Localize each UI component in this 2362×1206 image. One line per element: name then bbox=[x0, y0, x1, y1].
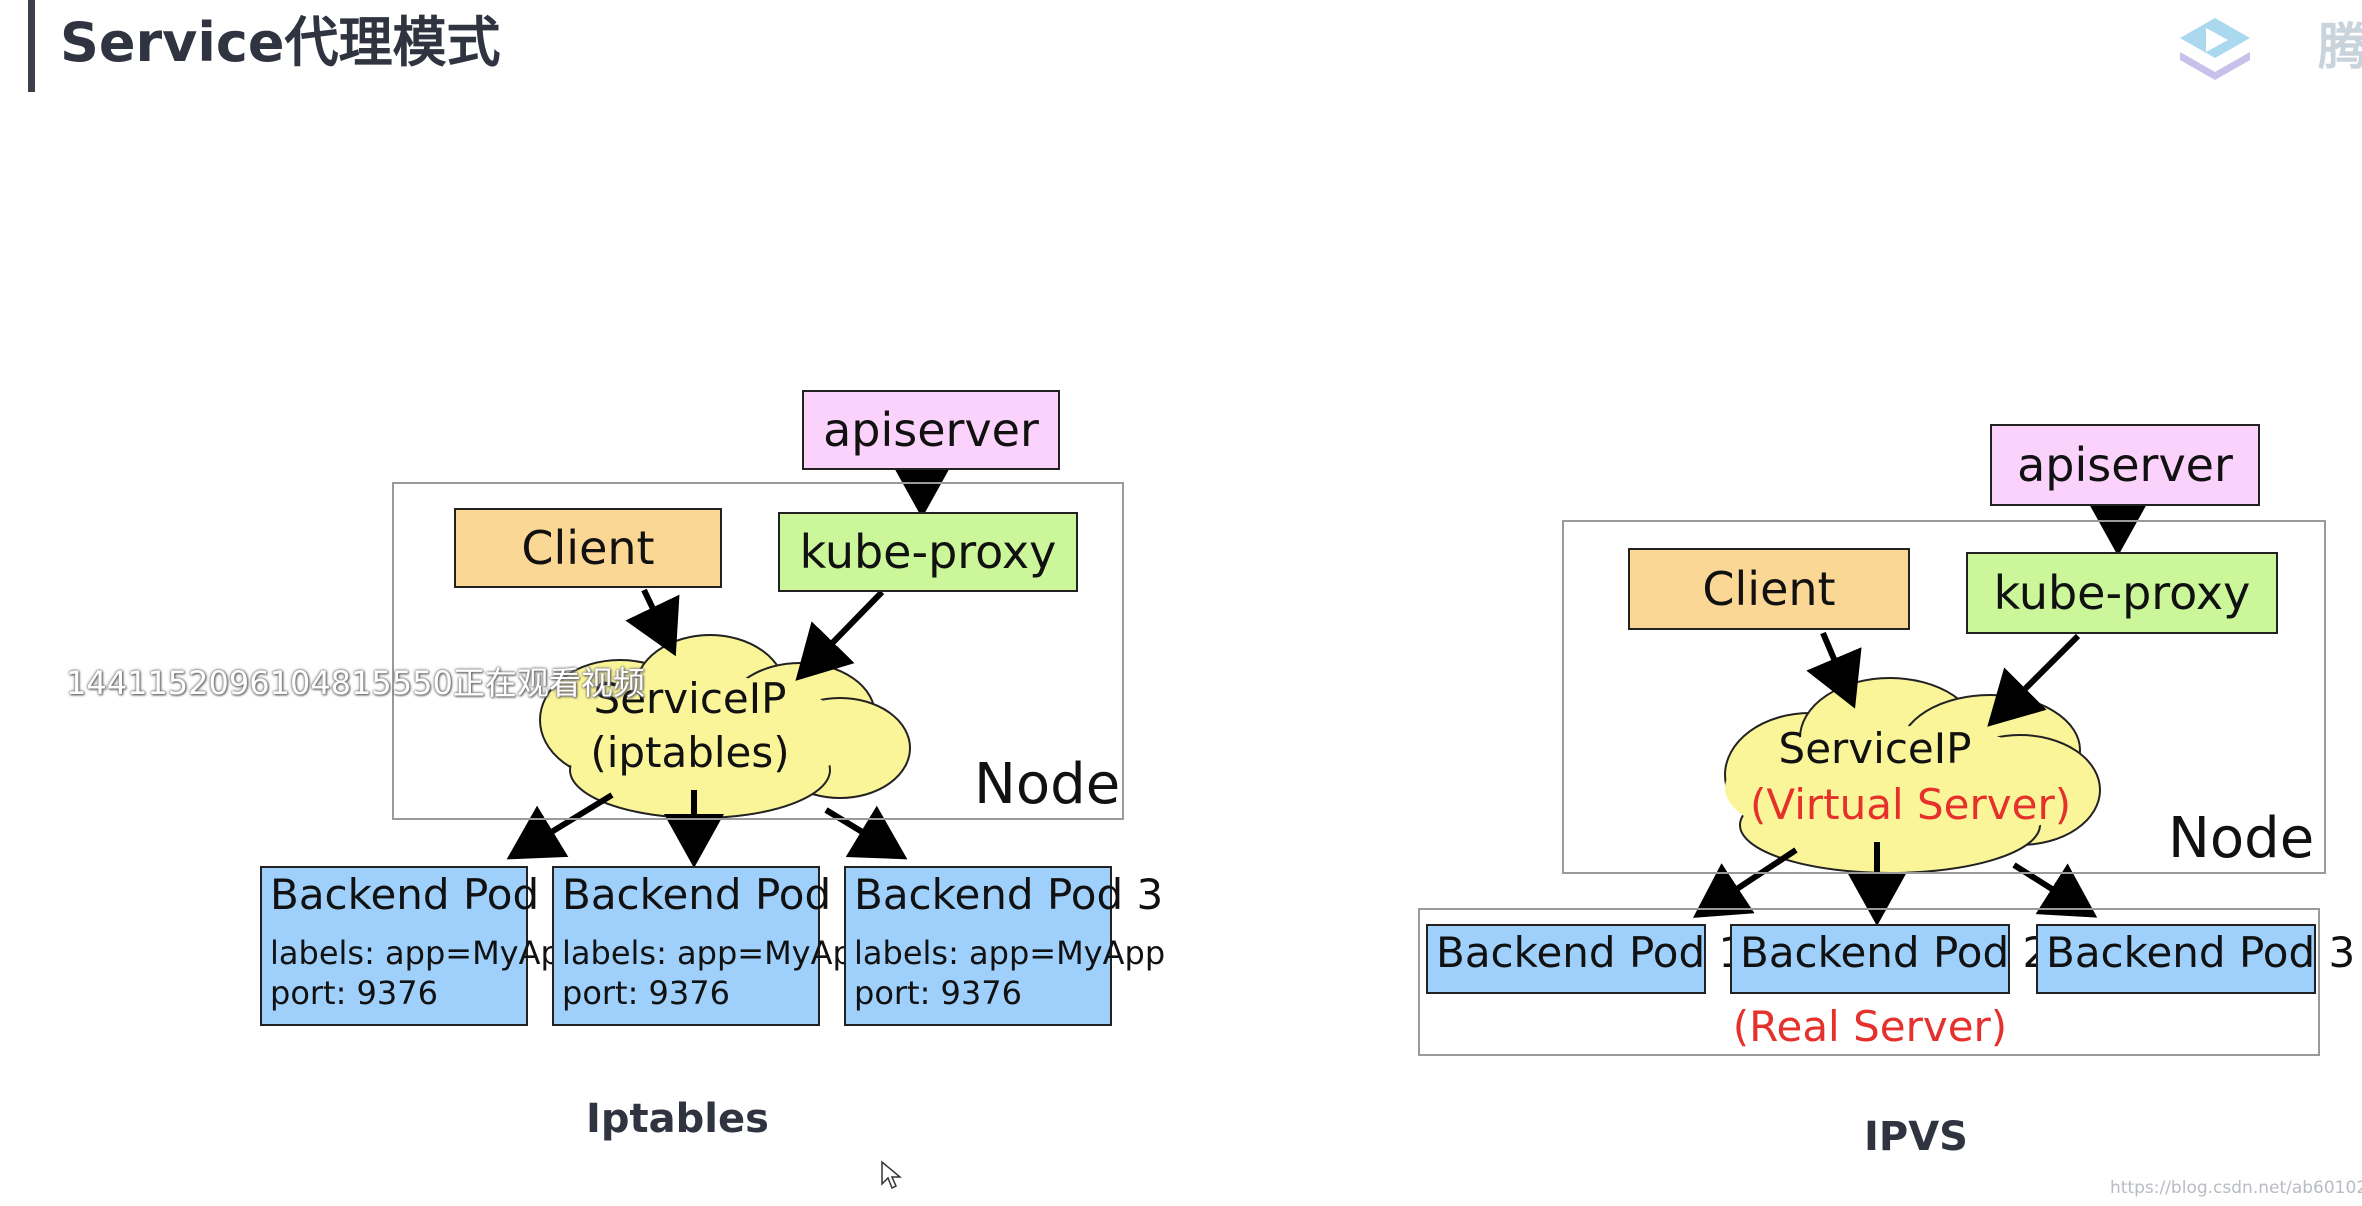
ipvs-kube-proxy-box: kube-proxy bbox=[1966, 552, 2278, 634]
iptables-node-label: Node bbox=[974, 752, 1121, 817]
pod-labels: labels: app=MyApp bbox=[270, 934, 582, 972]
pod-title: Backend Pod 1 bbox=[1436, 928, 1746, 977]
pod-port: port: 9376 bbox=[270, 974, 438, 1012]
ipvs-real-server-label: (Real Server) bbox=[1732, 1002, 2008, 1051]
pod-title: Backend Pod 2 bbox=[562, 870, 872, 919]
iptables-backend-pod-1: Backend Pod 1 labels: app=MyApp port: 93… bbox=[260, 866, 581, 1026]
iptables-apiserver-box: apiserver bbox=[802, 390, 1060, 470]
iptables-backend-pod-3: Backend Pod 3 labels: app=MyApp port: 93… bbox=[844, 866, 1165, 1026]
ipvs-backend-pod-2: Backend Pod 2 bbox=[1730, 924, 2049, 994]
iptables-backend-pod-2: Backend Pod 2 labels: app=MyApp port: 93… bbox=[552, 866, 873, 1026]
iptables-kube-proxy-box: kube-proxy bbox=[778, 512, 1078, 592]
ipvs-real-server-frame bbox=[1418, 908, 2320, 1056]
pod-labels: labels: app=MyApp bbox=[562, 934, 874, 972]
ipvs-client-box: Client bbox=[1628, 548, 1910, 630]
source-url-watermark: https://blog.csdn.net/ab601026460 bbox=[2110, 1178, 2362, 1198]
viewer-watermark: 1441152096104815550正在观看视频 bbox=[66, 664, 645, 702]
ipvs-caption: IPVS bbox=[1864, 1114, 1968, 1160]
iptables-service-ip-label: ServiceIP bbox=[593, 674, 787, 723]
pod-title: Backend Pod 3 bbox=[854, 870, 1164, 919]
brand-logo-icon bbox=[2180, 18, 2250, 80]
ipvs-node-label: Node bbox=[2168, 806, 2315, 871]
pod-port: port: 9376 bbox=[854, 974, 1022, 1012]
iptables-arrows bbox=[506, 464, 952, 868]
iptables-node-frame bbox=[392, 482, 1124, 820]
iptables-caption: Iptables bbox=[586, 1096, 769, 1142]
pod-title: Backend Pod 3 bbox=[2046, 928, 2356, 977]
ipvs-service-ip-label: ServiceIP bbox=[1778, 724, 1972, 773]
mouse-cursor-icon bbox=[881, 1160, 902, 1190]
ipvs-service-mode-label: (Virtual Server) bbox=[1750, 780, 2072, 829]
pod-title: Backend Pod 2 bbox=[1740, 928, 2050, 977]
ipvs-backend-pod-3: Backend Pod 3 bbox=[2036, 924, 2355, 994]
ipvs-backend-pod-1: Backend Pod 1 bbox=[1426, 924, 1745, 994]
page-title: Service代理模式 bbox=[60, 11, 501, 74]
ipvs-node-frame bbox=[1562, 520, 2326, 874]
iptables-service-cloud bbox=[539, 634, 911, 819]
pod-title: Backend Pod 1 bbox=[270, 870, 580, 919]
brand-text: 腾讯 bbox=[2318, 18, 2362, 76]
title-accent-bar bbox=[28, 0, 35, 92]
iptables-service-mode-label: (iptables) bbox=[590, 728, 790, 777]
iptables-client-box: Client bbox=[454, 508, 722, 588]
pod-port: port: 9376 bbox=[562, 974, 730, 1012]
pod-labels: labels: app=MyApp bbox=[854, 934, 1166, 972]
ipvs-apiserver-box: apiserver bbox=[1990, 424, 2260, 506]
